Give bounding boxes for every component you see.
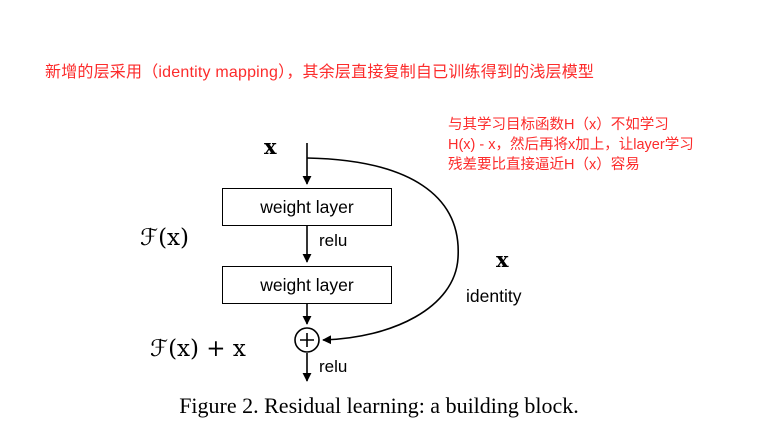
residual-function-label: ℱ(x) bbox=[140, 225, 189, 251]
weight-layer-2-box: weight layer bbox=[222, 266, 392, 304]
plus-icon bbox=[294, 327, 320, 353]
relu-label-1: relu bbox=[319, 231, 348, 250]
identity-x-label: x bbox=[496, 247, 509, 272]
identity-skip-curve bbox=[306, 157, 459, 345]
annotation-right-line-1: 与其学习目标函数H（x）不如学习 bbox=[448, 117, 669, 133]
output-label: ℱ(x) + x bbox=[150, 336, 246, 362]
weight-layer-1-box: weight layer bbox=[222, 188, 392, 226]
annotation-right: 与其学习目标函数H（x）不如学习 H(x) - x，然后再将x加上，让layer… bbox=[448, 115, 694, 175]
relu-label-2: relu bbox=[319, 357, 348, 376]
identity-label: identity bbox=[466, 286, 522, 306]
annotation-right-line-2: H(x) - x，然后再将x加上，让layer学习 bbox=[448, 137, 694, 153]
input-x-label: x bbox=[264, 134, 277, 159]
annotation-right-line-3: 残差要比直接逼近H（x）容易 bbox=[448, 157, 640, 173]
annotation-top: 新增的层采用（identity mapping），其余层直接复制自已训练得到的浅… bbox=[45, 64, 595, 81]
figure-caption: Figure 2. Residual learning: a building … bbox=[179, 393, 579, 418]
